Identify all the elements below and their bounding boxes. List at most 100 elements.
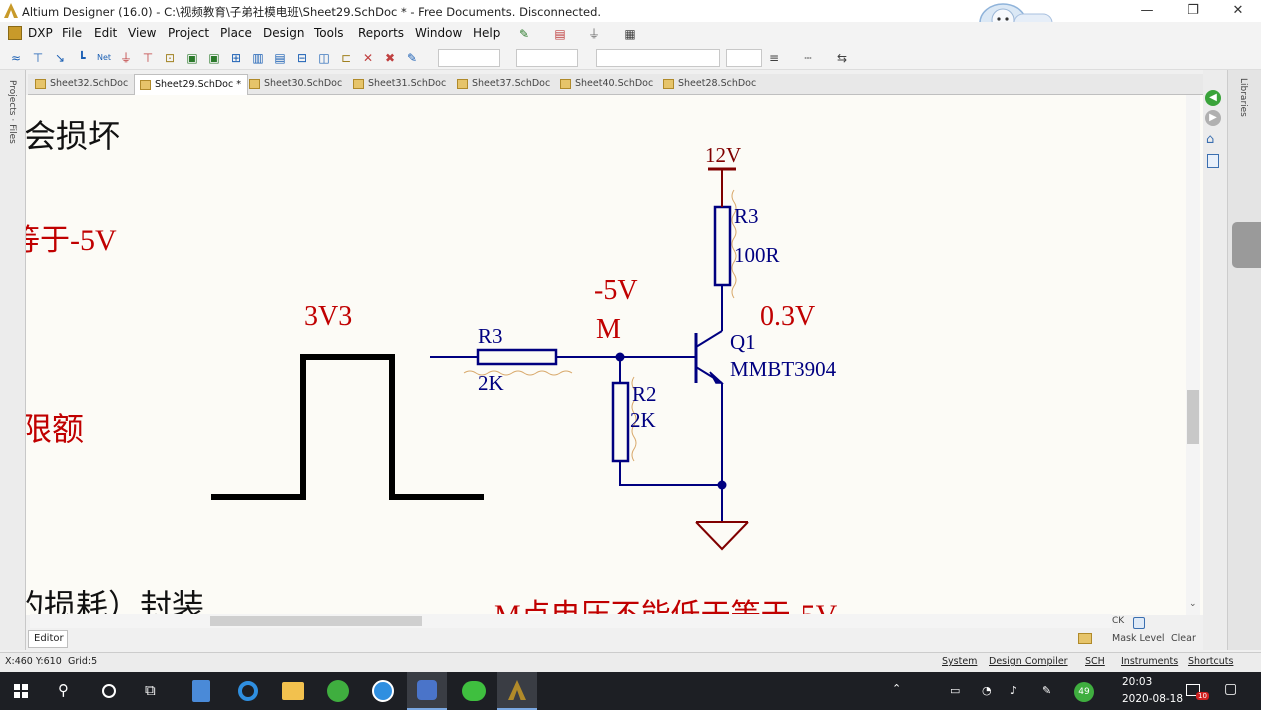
menu-reports[interactable]: Reports (358, 26, 405, 40)
device-sheet-icon[interactable]: ⊞ (230, 51, 242, 65)
font-combo[interactable] (438, 49, 500, 67)
tab-sheet30[interactable]: Sheet30.SchDoc (244, 74, 348, 95)
action-center-icon[interactable]: ▢ (1224, 681, 1238, 697)
wechat-icon[interactable] (462, 681, 486, 701)
port-icon[interactable]: ⊏ (340, 51, 352, 65)
instruments-button[interactable]: Instruments (1121, 656, 1179, 667)
blue-app-icon[interactable] (372, 680, 394, 702)
libraries-label[interactable]: Libraries (1238, 78, 1248, 117)
menu-help[interactable]: Help (473, 26, 501, 40)
arrange-icon[interactable]: ⇆ (836, 51, 848, 65)
pen-tray-icon[interactable]: ✎ (1042, 684, 1052, 697)
home-icon[interactable]: ⌂ (1206, 132, 1215, 147)
tab-sheet32[interactable]: Sheet32.SchDoc (30, 74, 134, 95)
tray-expand-icon[interactable]: ⌃ (892, 682, 902, 695)
line-style-icon[interactable]: ┄ (804, 51, 812, 65)
projects-panel-strip[interactable]: Projects · Files (0, 70, 26, 650)
windows-start-icon[interactable] (14, 684, 28, 698)
menu-project[interactable]: Project (168, 26, 210, 40)
harness-connector-icon[interactable]: ⊟ (296, 51, 308, 65)
maximize-button[interactable]: ❐ (1187, 3, 1199, 18)
libraries-strip[interactable]: Libraries (1227, 70, 1261, 650)
menu-view[interactable]: View (128, 26, 157, 40)
calendar-tray-icon[interactable] (1186, 684, 1200, 696)
volume-icon[interactable]: ♪ (1010, 684, 1018, 697)
system-button[interactable]: System (942, 656, 978, 667)
width-combo[interactable] (726, 49, 762, 67)
altium-taskbar-button[interactable] (407, 672, 447, 710)
wire-tool-icon[interactable]: ✎ (518, 27, 530, 41)
minimize-button[interactable]: — (1140, 3, 1154, 18)
scroll-down-icon[interactable]: ⌄ (1189, 599, 1197, 609)
signal-harness-icon[interactable]: ▤ (274, 51, 286, 65)
wifi-icon[interactable]: ◔ (982, 684, 992, 697)
projects-files-label[interactable]: Projects · Files (7, 80, 17, 144)
pen-icon[interactable]: ✎ (406, 51, 418, 65)
clock-date[interactable]: 2020-08-18 (1122, 693, 1184, 705)
size-combo[interactable] (516, 49, 578, 67)
wire-icon[interactable]: ≈ (10, 51, 22, 65)
clear-link[interactable]: Clear (1171, 633, 1196, 644)
file-explorer-icon[interactable] (282, 682, 304, 700)
editor-tab[interactable]: Editor (28, 630, 68, 648)
compile-mask-icon[interactable]: ✖ (384, 51, 396, 65)
bus-tool-icon[interactable]: ▤ (554, 27, 566, 41)
net-name-icon[interactable]: Net (96, 53, 112, 62)
edge-browser-icon[interactable] (238, 681, 258, 701)
menu-place[interactable]: Place (220, 26, 252, 40)
gnd-port-icon[interactable]: ⏚ (119, 51, 132, 65)
sheet-entry-icon[interactable]: ▣ (208, 51, 220, 65)
sheet-symbol-icon[interactable]: ▣ (186, 51, 198, 65)
bus-icon[interactable]: ⊤ (32, 51, 44, 65)
tab-sheet37[interactable]: Sheet37.SchDoc (452, 74, 556, 95)
tab-sheet31[interactable]: Sheet31.SchDoc (348, 74, 452, 95)
grid-tool-icon[interactable]: ▦ (624, 27, 636, 41)
forward-icon[interactable]: ▶ (1205, 110, 1221, 126)
mask-toggle-icon[interactable] (1133, 617, 1145, 629)
harness-icon[interactable]: ▥ (252, 51, 264, 65)
vertical-scroll-thumb[interactable] (1187, 390, 1199, 444)
notification-badge[interactable]: 49 (1074, 682, 1094, 702)
green-app-icon[interactable] (327, 680, 349, 702)
back-icon[interactable]: ◀ (1205, 90, 1221, 106)
tab-sheet29[interactable]: Sheet29.SchDoc * (134, 74, 248, 95)
ground-symbol[interactable] (695, 521, 749, 551)
battery-icon[interactable]: ▭ (950, 684, 961, 697)
pulldown-resistor[interactable] (611, 381, 630, 463)
vertical-scrollbar[interactable]: ⌄ (1186, 95, 1200, 615)
shortcuts-button[interactable]: Shortcuts (1188, 656, 1234, 667)
clock-time[interactable]: 20:03 (1122, 676, 1153, 688)
menu-tools[interactable]: Tools (314, 26, 344, 40)
no-erc-icon[interactable]: ✕ (362, 51, 374, 65)
align-icon[interactable]: ≡ (768, 51, 780, 65)
menu-window[interactable]: Window (415, 26, 463, 40)
tab-sheet28[interactable]: Sheet28.SchDoc (658, 74, 762, 95)
bus-entry-icon[interactable]: ↘ (54, 51, 66, 65)
mask-controls[interactable]: CK (1112, 616, 1125, 626)
horizontal-scrollbar[interactable] (30, 614, 1112, 628)
style-combo[interactable] (596, 49, 720, 67)
net-label-icon[interactable]: ┗ (78, 51, 86, 65)
ground-tool-icon[interactable]: ⏚ (587, 27, 600, 41)
menu-edit[interactable]: Edit (94, 26, 118, 40)
sch-button[interactable]: SCH (1085, 656, 1105, 667)
tab-sheet40[interactable]: Sheet40.SchDoc (555, 74, 659, 95)
close-button[interactable]: ✕ (1232, 3, 1244, 18)
mask-level-link[interactable]: Mask Level (1112, 633, 1165, 644)
design-compiler-button[interactable]: Design Compiler (989, 656, 1068, 667)
altium-designer-taskbar-button[interactable] (497, 672, 537, 710)
schematic-canvas[interactable]: 会损坏 等于-5V 限额 的损耗）封装 M点电压不能低于等于-5V 3V3 R3… (26, 95, 1203, 615)
vcc-port-icon[interactable]: ⊤ (142, 51, 154, 65)
calculator-icon[interactable] (192, 680, 210, 702)
filter-icon[interactable] (1078, 633, 1092, 644)
harness-entry-icon[interactable]: ◫ (318, 51, 330, 65)
document-icon[interactable] (1207, 154, 1219, 168)
menu-design[interactable]: Design (263, 26, 305, 40)
task-view-icon[interactable]: ⧉ (145, 681, 156, 699)
part-icon[interactable]: ⊡ (164, 51, 176, 65)
side-handle[interactable] (1232, 222, 1261, 268)
cortana-icon[interactable] (102, 684, 116, 698)
search-icon[interactable]: ⚲ (58, 681, 69, 699)
menu-dxp[interactable]: DXP (28, 26, 53, 40)
collector-resistor[interactable] (713, 205, 732, 287)
